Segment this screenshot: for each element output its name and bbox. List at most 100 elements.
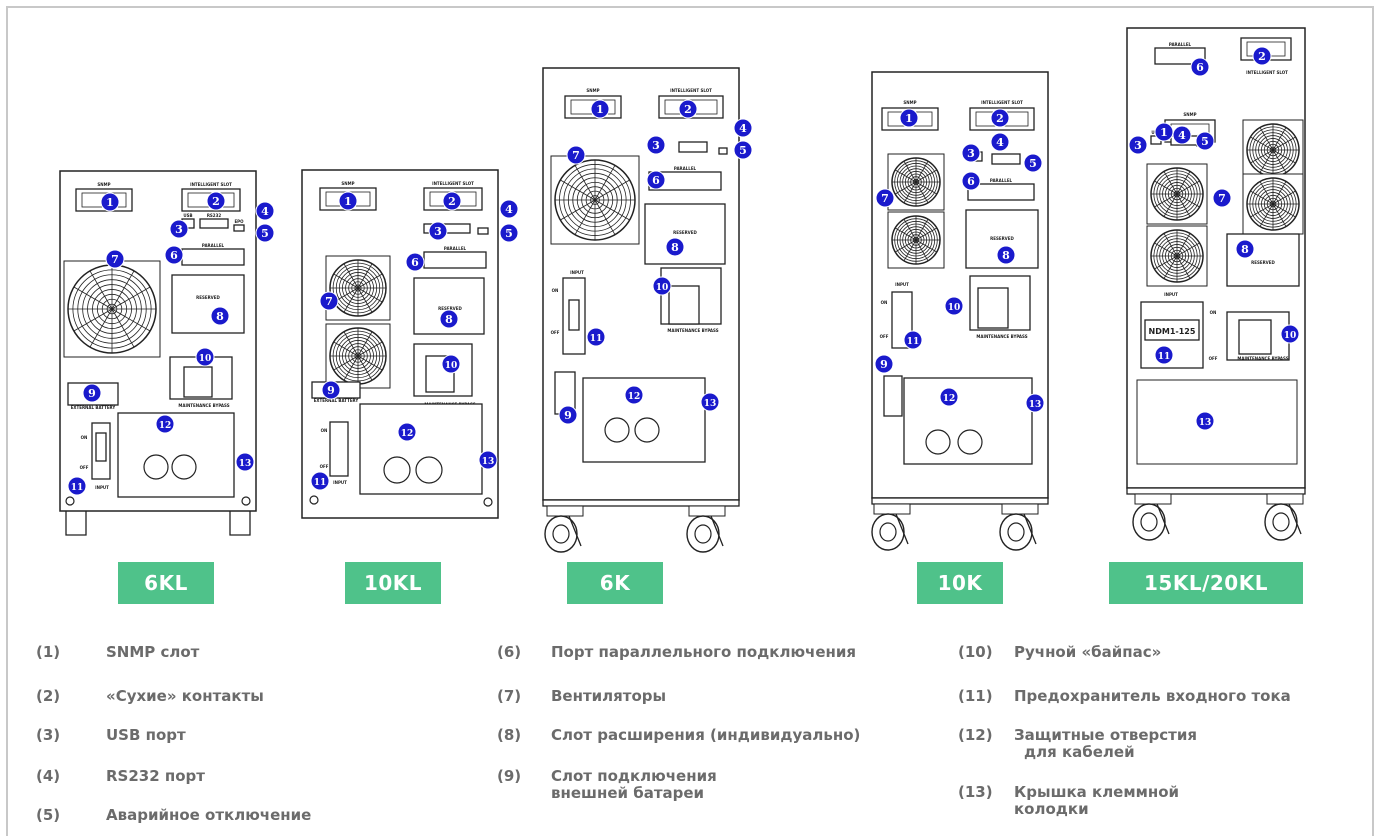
legend-text-line2: колодки [1014,800,1089,818]
epo-port [477,227,489,235]
unit-15kl-fan-2-spoke [1163,171,1178,195]
label-input: INPUT [1164,292,1178,297]
unit-10kl-fan-bottom-spoke [357,355,383,371]
callout-number-12: 12 [628,392,641,402]
unit-6k-fan-spoke [594,179,630,201]
unit-10k-fan-top-spoke [895,181,917,195]
unit-15kl-fan-4-spoke [1176,233,1191,257]
callout-number-2: 2 [448,195,456,208]
legend-text: Аварийное отключение [106,806,312,824]
callout-marker-11 [1154,345,1174,365]
legend-text: Ручной «байпас» [1014,643,1162,661]
legend-text: SNMP слот [106,643,200,661]
callout-number-8: 8 [671,241,679,254]
unit-10kl-fan-bottom-spoke [333,341,359,357]
callout-marker-6 [646,170,666,190]
callout-number-6: 6 [1196,61,1204,74]
model-badge-3: 10K [917,562,1003,604]
callout-number-13: 13 [1199,418,1212,428]
epo-port [718,147,728,155]
callout-number-9: 9 [88,387,96,400]
callout-number-8: 8 [216,310,224,323]
callout-marker-8 [665,237,685,257]
wheel-right-bracket [1288,503,1302,535]
callout-number-3: 3 [1134,139,1142,152]
unit-15kl-fan-1-spoke [1250,136,1274,151]
callout-marker-8 [439,309,459,329]
legend-text: Слот подключения [551,767,717,785]
wheel-right-mount [688,505,726,517]
unit-10k-fan-top-spoke [903,161,917,183]
callout-number-12: 12 [159,421,172,431]
unit-15kl-fan-2-spoke [1176,180,1200,195]
callout-marker-11 [586,327,606,347]
unit-15kl-fan-3-spoke [1272,190,1296,205]
label-parallel: PARALLEL [990,178,1013,183]
unit-15kl-base [1126,487,1306,495]
cable-gland-2 [171,454,197,480]
callout-marker-10 [441,354,461,374]
unit-10kl-fan-bottom-spoke [333,355,359,371]
callout-marker-2 [678,99,698,119]
callout-marker-3 [428,221,448,241]
callout-marker-2 [206,191,226,211]
wheel-right-hub [1007,522,1025,542]
unit-10k-base [871,497,1049,505]
callout-number-5: 5 [1029,157,1037,170]
label-parallel: PARALLEL [674,166,697,171]
legend-text: Слот расширения (индивидуально) [551,726,861,744]
callout-number-3: 3 [434,225,442,238]
parallel-port [1154,47,1206,65]
label-parallel: PARALLEL [1169,42,1192,47]
label-intelligent-slot: INTELLIGENT SLOT [1246,70,1288,75]
callout-number-6: 6 [652,174,660,187]
wheel-left-hub [1140,512,1158,532]
wheel-right-mount [1001,503,1039,515]
callout-marker-1 [899,108,919,128]
callout-marker-1 [100,192,120,212]
callout-marker-4 [1172,125,1192,145]
label-input: INPUT [895,282,909,287]
callout-marker-9 [321,380,341,400]
model-badge-2: 6K [567,562,663,604]
parallel-port [967,183,1035,201]
cable-gland-2 [634,417,660,443]
cable-gland-1 [604,417,630,443]
unit-15kl-fan-1-spoke [1272,149,1287,173]
cable-gland-1 [925,429,951,455]
rs232-port [199,218,229,229]
legend-number: (12) [958,726,993,744]
callout-number-1: 1 [1160,126,1168,139]
unit-15kl-fan-1-spoke [1272,127,1287,151]
callout-marker-3 [169,219,189,239]
label-snmp: SNMP [1183,112,1196,117]
unit-10k-fan-bottom-spoke [895,239,917,253]
callout-marker-4 [990,132,1010,152]
unit-10kl-fan-top-spoke [333,273,359,289]
callout-marker-11 [903,330,923,350]
unit-6k-fan-spoke [574,199,596,235]
unit-10kl-fan-top-spoke [357,287,383,303]
unit-10k-fan-bottom-spoke [895,227,917,241]
label-on: ON [881,300,888,305]
label-off: OFF [1209,356,1218,361]
wheel-left-mount [873,503,911,515]
unit-15kl-fan-1-spoke [1259,149,1274,173]
unit-15kl-fan-4-spoke [1163,233,1178,257]
label-on: ON [1210,310,1217,315]
wheel-left-mount [1134,493,1172,505]
callout-marker-3 [1128,135,1148,155]
unit-15kl-fan-2-spoke [1154,193,1178,208]
callout-number-12: 12 [401,429,414,439]
callout-number-11: 11 [71,483,84,493]
unit-6k-fan-spoke [560,199,596,221]
label-snmp: SNMP [341,181,354,186]
wheel-left-bracket [895,513,909,545]
terminal-cover [117,412,235,498]
parallel-port [181,248,245,266]
callout-number-9: 9 [880,358,888,371]
callout-marker-13 [235,452,255,472]
callout-marker-13 [478,450,498,470]
callout-number-6: 6 [967,175,975,188]
